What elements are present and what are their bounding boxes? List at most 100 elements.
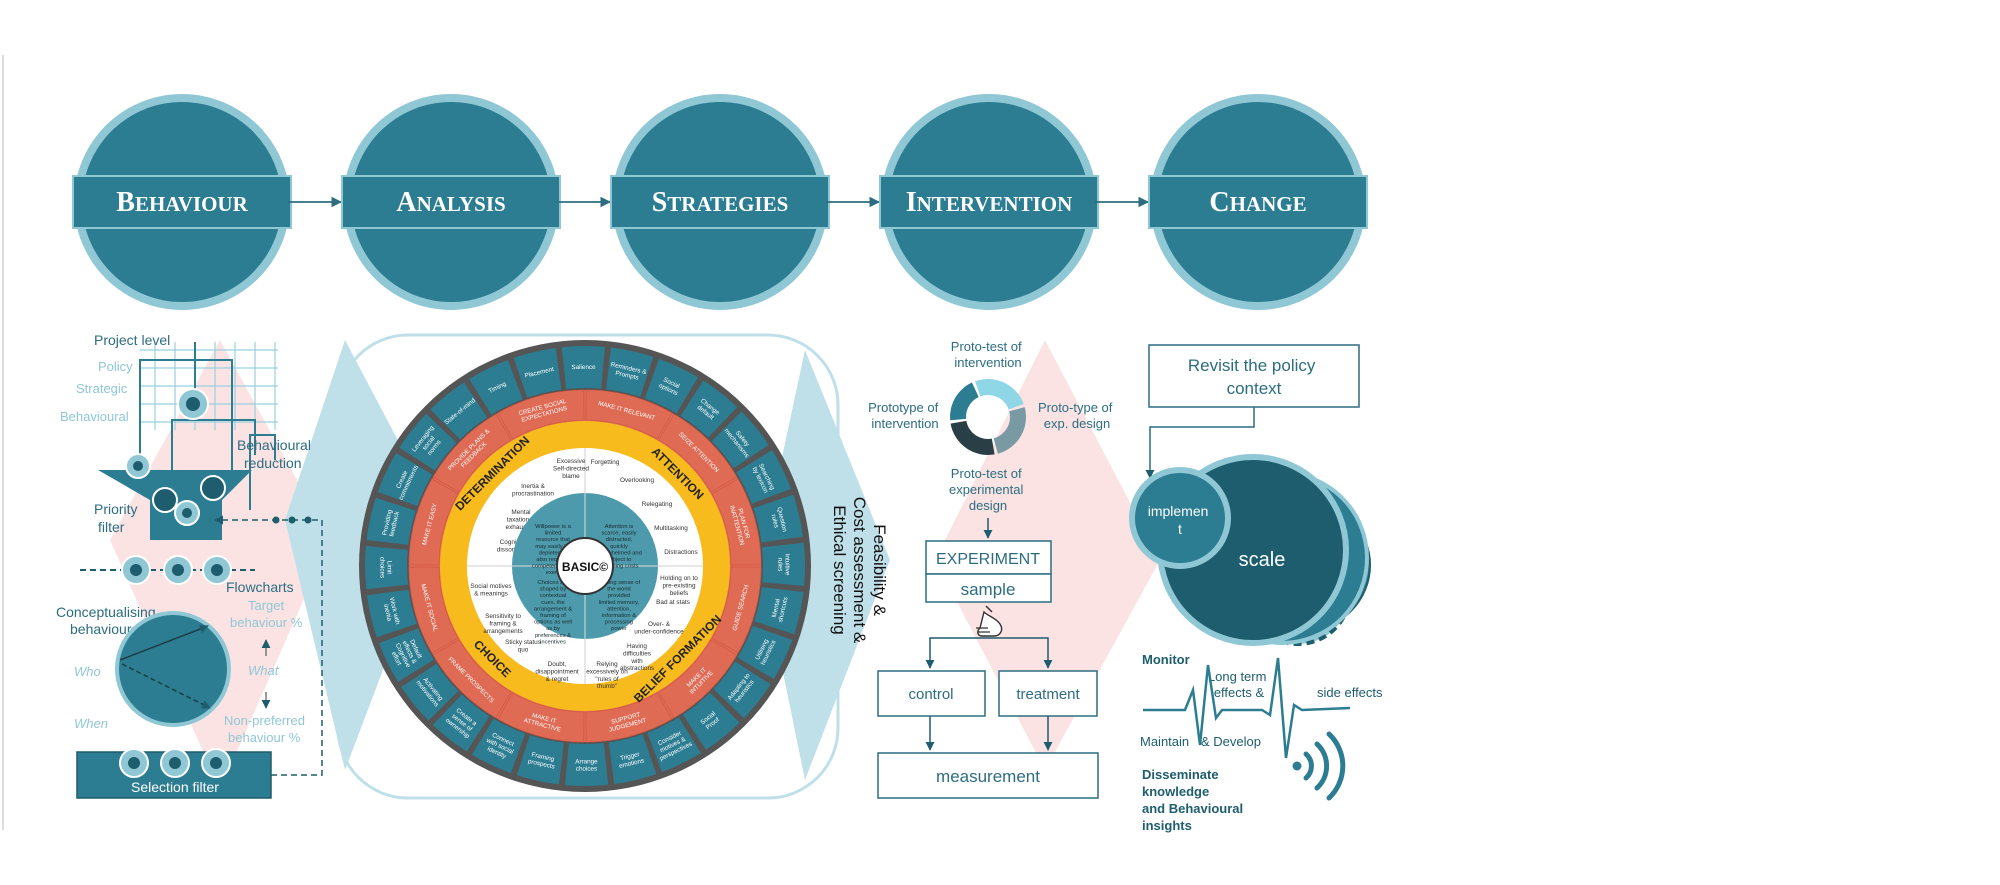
outer-segment: [754, 587, 804, 635]
who-label: Who: [74, 664, 101, 679]
flowcharts-label: Flowcharts: [226, 579, 294, 595]
intervention-section: Proto-test of intervention Prototype of …: [868, 339, 1116, 799]
outer-segment: [366, 497, 416, 545]
prototype-exp-label: Proto-type of exp. design: [1038, 400, 1116, 431]
cycle-segment: [950, 382, 979, 421]
right-blue-funnel: [760, 350, 890, 780]
barrier-label: Relegating: [642, 501, 673, 508]
who-what-arrow: [119, 624, 209, 661]
strategic-label: Strategic: [76, 381, 128, 396]
feasibility-line-1: Feasibility &: [870, 524, 889, 616]
behaviour-section: Project level Policy Strategic Behaviour…: [56, 332, 323, 799]
dashed-row-balls: [121, 555, 232, 585]
measurement-box: [877, 752, 1099, 799]
wheel-center-label: BASIC©: [562, 560, 608, 574]
funnel-ball: [152, 487, 178, 513]
non-preferred-label: Non-preferred behaviour %: [224, 713, 309, 745]
outer-segment: [399, 413, 457, 471]
outer-segment: [513, 347, 562, 398]
outer-segment: [432, 694, 490, 752]
barrier-label: Multitasking: [654, 525, 688, 532]
cycle-segment: [975, 379, 1024, 410]
red-segment: [711, 478, 762, 566]
stage-analysis: ANALYSIS: [341, 94, 561, 310]
proto-test-intervention-label: Proto-test of intervention: [951, 339, 1025, 370]
outer-segment-label: Defaulteffects &Cognitiveeffort: [387, 636, 424, 673]
treatment-box: [998, 670, 1098, 717]
dot: [304, 516, 312, 524]
outer-segment: [430, 382, 488, 440]
outer-segment: [561, 346, 605, 389]
outer-segment: [647, 717, 701, 773]
experiment-label: EXPERIMENT: [936, 551, 1040, 568]
red-segment: [658, 413, 738, 493]
cycle-segment: [993, 407, 1026, 454]
wheel-center: [556, 537, 614, 595]
conceptualising-label: Conceptualising behaviours: [56, 604, 160, 637]
outer-segment: [565, 743, 609, 786]
outer-segment: [644, 358, 699, 414]
dot: [272, 516, 280, 524]
outer-segment: [608, 734, 657, 785]
outer-segment: [366, 589, 417, 638]
prototype-cycle-ring: [950, 379, 1026, 455]
stage-strategies: STRATEGIES: [610, 94, 830, 310]
policy-label: Policy: [98, 359, 133, 374]
develop-label: & Develop: [1201, 734, 1261, 749]
target-behaviour-label: Target behaviour %: [230, 598, 303, 630]
what-label: What: [248, 663, 280, 678]
outer-segment: [471, 718, 526, 774]
cycle-segment: [950, 420, 995, 455]
outer-segment: [365, 546, 408, 590]
treatment-label: treatment: [1016, 686, 1080, 703]
outer-segment: [516, 735, 564, 785]
long-term-label: Long term effects &: [1208, 669, 1270, 700]
outer-segment: [606, 347, 654, 397]
stage-band: [1148, 175, 1368, 229]
red-segment: [432, 639, 512, 719]
barrier-label: Over- &under-confidence: [634, 621, 684, 635]
red-segment: [711, 566, 762, 654]
monitor-label: Monitor: [1142, 652, 1190, 667]
feasibility-text: Feasibility & Cost assessment & Ethical …: [830, 497, 889, 644]
selection-filter-label: Selection filter: [131, 779, 219, 795]
outer-segment: [737, 625, 793, 680]
basic-wheel: ProvidingfeedbackCreatecommitmentsLevera…: [359, 340, 811, 792]
stage-title: INTERVENTION: [906, 187, 1073, 218]
revisit-arrow: [1145, 407, 1255, 479]
barrier-label: Overlooking: [620, 477, 655, 484]
prototype-intervention-label: Prototype of intervention: [868, 400, 942, 431]
when-arrow: [121, 663, 211, 709]
grid-node-inner: [186, 397, 200, 411]
behavioural-label: Behavioural: [60, 409, 129, 424]
stage-behaviour: BEHAVIOUR: [72, 94, 292, 310]
proto-test-experimental-label: Proto-test of experimental design: [949, 466, 1027, 513]
experiment-box: [925, 540, 1052, 575]
red-segment: [432, 413, 512, 493]
stage-change: CHANGE: [1148, 94, 1368, 310]
barrier-label: Social motives& meanings: [470, 583, 511, 597]
outer-segment: [713, 661, 771, 719]
dot: [288, 516, 296, 524]
funnel-ball-core: [182, 508, 192, 518]
outer-segment: [377, 452, 433, 507]
outer-segment: [378, 628, 434, 682]
feedback-line: [214, 515, 323, 776]
red-segment: [497, 389, 585, 440]
revisit-policy-label: Revisit the policy context: [1188, 356, 1320, 398]
red-segment: [408, 478, 459, 566]
stage-band: [72, 175, 292, 229]
side-effects-label: side effects: [1317, 685, 1383, 700]
outer-segment: [762, 542, 805, 586]
stage-title: CHANGE: [1209, 187, 1306, 218]
broadcast-icon: [1292, 731, 1346, 801]
grid-connectors: [139, 342, 276, 510]
